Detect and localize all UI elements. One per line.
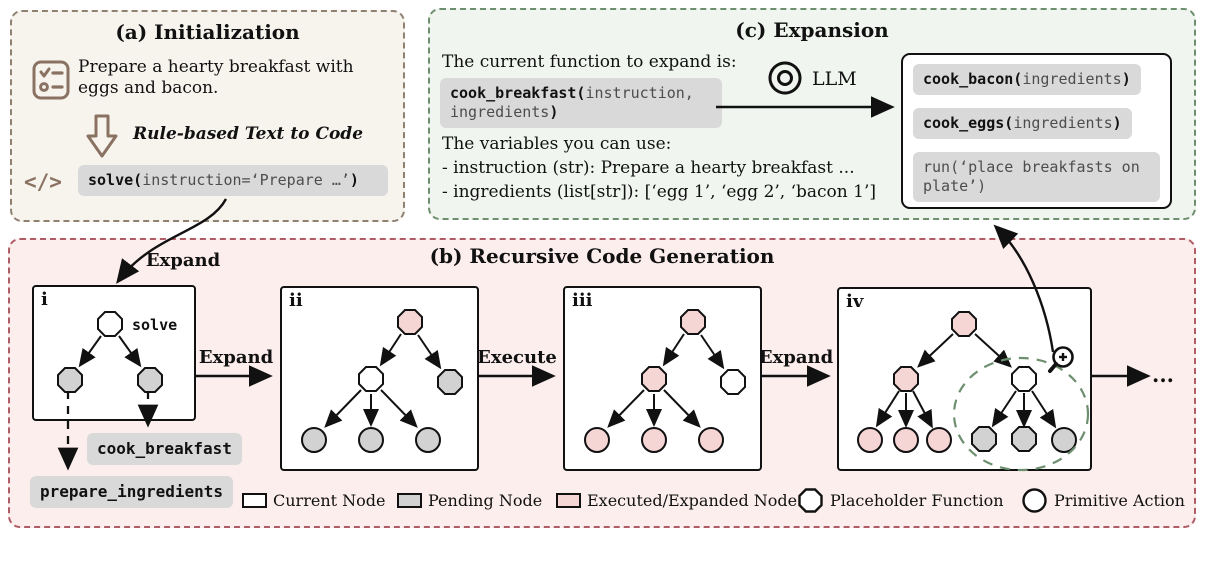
legend-label: Pending Node bbox=[428, 490, 543, 510]
llm-label: LLM bbox=[812, 68, 857, 90]
node-pending-left bbox=[57, 367, 83, 393]
node-current bbox=[358, 366, 384, 392]
legend-label: Placeholder Function bbox=[830, 490, 1004, 510]
panel-initialization: (a) Initialization Prepare a hearty brea… bbox=[10, 10, 405, 222]
leaf-executed bbox=[641, 427, 667, 453]
fn-name: cook_bacon( bbox=[923, 70, 1023, 88]
legend-current-node: Current Node bbox=[242, 487, 385, 513]
expand-label-i-ii: Expand bbox=[198, 347, 274, 368]
prepare-ingredients-chip: prepare_ingredients bbox=[30, 476, 234, 508]
node-expanded-root bbox=[397, 309, 423, 335]
prompt-intro: The current function to expand is: bbox=[442, 52, 737, 72]
leaf-pending bbox=[301, 427, 327, 453]
leaf-executed bbox=[857, 427, 883, 453]
leaf-pending bbox=[358, 427, 384, 453]
current-node-swatch bbox=[242, 492, 267, 508]
down-arrow-icon bbox=[84, 112, 120, 164]
leaf-executed bbox=[926, 427, 952, 453]
fn-name: cook_breakfast bbox=[97, 439, 232, 458]
tree-state-ii: ii bbox=[280, 286, 479, 471]
tree-iv-graph bbox=[857, 311, 1077, 453]
code-icon: </> bbox=[24, 170, 62, 194]
panel-b-title: (b) Recursive Code Generation bbox=[429, 244, 775, 268]
panel-expansion: (c) Expansion The current function to ex… bbox=[428, 8, 1196, 220]
rule-based-label: Rule-based Text to Code bbox=[133, 124, 364, 144]
tree-state-i: i solve bbox=[32, 285, 196, 421]
tree-state-iii: iii bbox=[563, 286, 762, 471]
node-executed bbox=[641, 366, 667, 392]
node-pending bbox=[437, 369, 463, 395]
node-executed bbox=[893, 366, 919, 392]
code-close: ) bbox=[349, 171, 359, 189]
node-solve-placeholder bbox=[97, 311, 123, 337]
fn-close: ) bbox=[1121, 70, 1131, 88]
cook-breakfast-chip: cook_breakfast bbox=[87, 433, 242, 465]
node-pending-new bbox=[1011, 426, 1037, 452]
llm-output-box: cook_bacon(ingredients) cook_eggs(ingred… bbox=[901, 53, 1172, 209]
step-numeral-iii: iii bbox=[572, 290, 593, 311]
fn-name: cook_eggs( bbox=[923, 114, 1014, 132]
code-args: instruction=‘Prepare …’ bbox=[142, 171, 350, 189]
legend-label: Executed/Expanded Node bbox=[587, 490, 798, 510]
var-line-instruction: - instruction (str): Prepare a hearty br… bbox=[442, 158, 855, 178]
node-current bbox=[720, 369, 746, 395]
legend-label: Current Node bbox=[273, 490, 386, 510]
output-chip-run: run(‘place breakfasts on plate’) bbox=[913, 152, 1160, 202]
ellipsis-label: ... bbox=[1152, 362, 1174, 387]
fn-name: cook_breakfast( bbox=[450, 84, 586, 102]
legend-label: Primitive Action bbox=[1054, 490, 1185, 510]
executed-node-swatch bbox=[556, 492, 581, 508]
vars-intro: The variables you can use: bbox=[442, 134, 672, 154]
task-list-icon bbox=[30, 58, 72, 106]
leaf-pending-new bbox=[1051, 427, 1077, 453]
node-current bbox=[1011, 366, 1037, 392]
tree-i-graph: solve bbox=[57, 311, 177, 393]
code-fn: solve( bbox=[88, 171, 143, 189]
fn-name: prepare_ingredients bbox=[40, 482, 224, 501]
pending-node-swatch bbox=[397, 492, 422, 508]
var-line-ingredients: - ingredients (list[str]): [‘egg 1’, ‘eg… bbox=[442, 182, 876, 202]
legend-placeholder-function: Placeholder Function bbox=[797, 487, 1004, 513]
solve-node-label: solve bbox=[132, 316, 177, 334]
step-numeral-ii: ii bbox=[289, 290, 303, 311]
octagon-swatch-icon bbox=[798, 487, 823, 513]
circle-swatch-icon bbox=[1022, 487, 1047, 513]
node-expanded-root bbox=[680, 309, 706, 335]
step-numeral-i: i bbox=[41, 289, 48, 310]
step-numeral-iv: iv bbox=[846, 291, 864, 312]
fn-args: instruction, ingredients bbox=[450, 84, 694, 121]
legend-executed-node: Executed/Expanded Node bbox=[556, 487, 797, 513]
node-pending-new bbox=[971, 426, 997, 452]
node-expanded-root bbox=[951, 311, 977, 337]
fn-args: run(‘place breakfasts on plate’) bbox=[923, 158, 1140, 195]
expand-label-iii-iv: Expand bbox=[758, 347, 834, 368]
leaf-executed bbox=[584, 427, 610, 453]
leaf-pending bbox=[415, 427, 441, 453]
panel-c-title: (c) Expansion bbox=[735, 18, 889, 42]
task-text: Prepare a hearty breakfast with eggs and… bbox=[78, 57, 354, 99]
fn-close: ) bbox=[549, 102, 559, 121]
panel-a-title: (a) Initialization bbox=[115, 20, 300, 44]
output-chip-cook-eggs: cook_eggs(ingredients) bbox=[913, 108, 1132, 139]
fn-close: ) bbox=[1112, 114, 1122, 132]
tree-state-iv: iv bbox=[837, 287, 1092, 471]
leaf-executed bbox=[893, 427, 919, 453]
output-chip-cook-bacon: cook_bacon(ingredients) bbox=[913, 64, 1141, 95]
leaf-executed bbox=[698, 427, 724, 453]
execute-label-ii-iii: Execute bbox=[477, 347, 557, 368]
llm-logo-icon bbox=[765, 58, 805, 102]
tree-iii-graph bbox=[584, 309, 746, 453]
solve-code-chip: solve(instruction=‘Prepare …’) bbox=[78, 165, 388, 196]
legend-primitive-action: Primitive Action bbox=[1021, 487, 1185, 513]
fn-args: ingredients bbox=[1013, 114, 1113, 132]
legend-pending-node: Pending Node bbox=[397, 487, 542, 513]
fn-args: ingredients bbox=[1022, 70, 1122, 88]
current-function-chip: cook_breakfast(instruction, ingredients) bbox=[440, 78, 722, 128]
tree-ii-graph bbox=[301, 309, 463, 453]
node-pending-right bbox=[137, 367, 163, 393]
